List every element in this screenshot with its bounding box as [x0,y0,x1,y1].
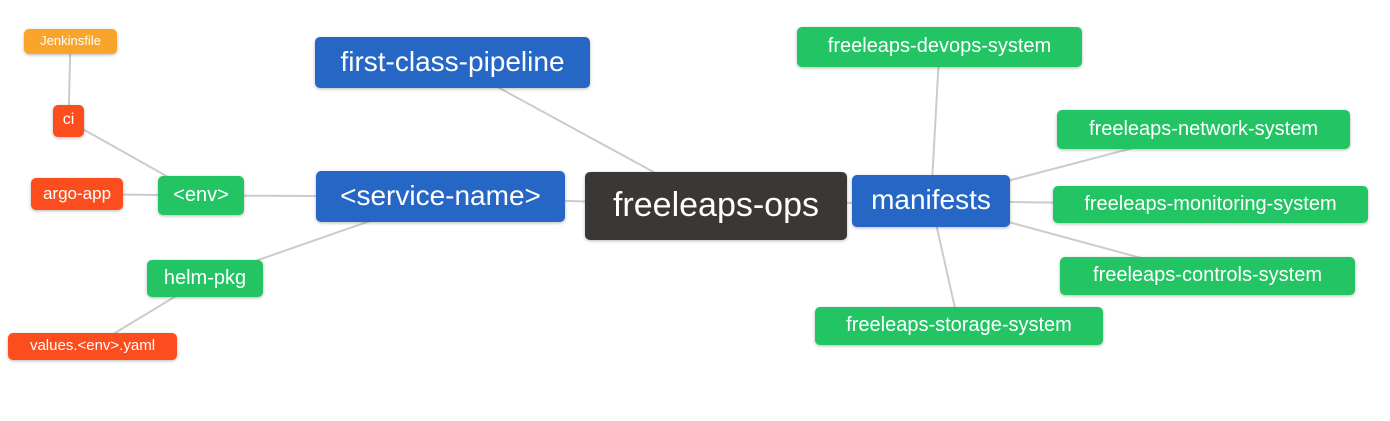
node-values-env-yaml[interactable]: values.<env>.yaml [8,333,177,360]
node-freeleaps-controls-system[interactable]: freeleaps-controls-system [1060,257,1355,295]
node-service-name[interactable]: <service-name> [316,171,565,222]
node-label-first-class-pipeline: first-class-pipeline [340,45,565,77]
node-label-values-env-yaml: values.<env>.yaml [29,337,156,354]
node-freeleaps-storage-system[interactable]: freeleaps-storage-system [815,307,1103,345]
node-label-freeleaps-devops-system: freeleaps-devops-system [827,35,1052,57]
node-jenkinsfile[interactable]: Jenkinsfile [24,29,117,54]
node-freeleaps-monitoring-system[interactable]: freeleaps-monitoring-system [1053,186,1368,223]
node-freeleaps-ops[interactable]: freeleaps-ops [585,172,847,240]
node-label-freeleaps-monitoring-system: freeleaps-monitoring-system [1084,192,1337,215]
node-label-argo-app: argo-app [42,183,112,203]
node-label-env: <env> [173,183,229,206]
node-label-jenkinsfile: Jenkinsfile [40,33,101,48]
node-label-freeleaps-ops: freeleaps-ops [612,186,819,224]
node-label-manifests: manifests [871,184,991,215]
node-first-class-pipeline[interactable]: first-class-pipeline [315,37,590,88]
node-argo-app[interactable]: argo-app [31,178,123,210]
node-ci[interactable]: ci [53,105,84,137]
node-helm-pkg[interactable]: helm-pkg [147,260,263,297]
node-label-freeleaps-controls-system: freeleaps-controls-system [1093,264,1322,286]
node-freeleaps-network-system[interactable]: freeleaps-network-system [1057,110,1350,149]
node-freeleaps-devops-system[interactable]: freeleaps-devops-system [797,27,1082,67]
node-label-helm-pkg: helm-pkg [163,266,247,289]
node-label-ci: ci [62,111,75,128]
node-manifests[interactable]: manifests [852,175,1010,227]
node-label-freeleaps-storage-system: freeleaps-storage-system [846,314,1072,336]
node-label-service-name: <service-name> [340,179,541,211]
node-label-freeleaps-network-system: freeleaps-network-system [1089,117,1318,140]
node-env[interactable]: <env> [158,176,244,215]
